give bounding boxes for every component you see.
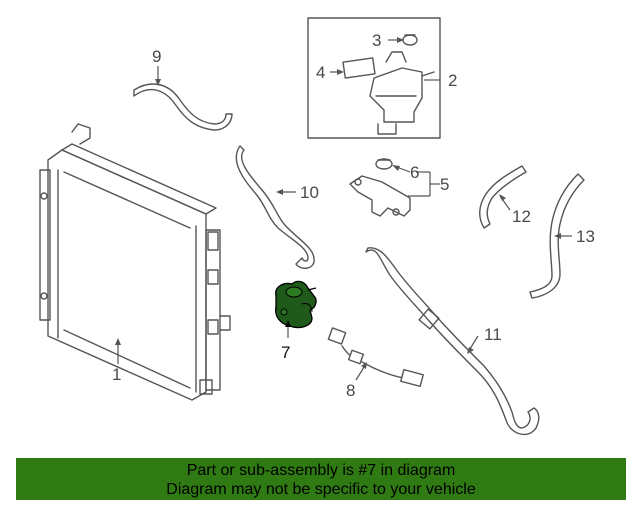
radiator-part[interactable] — [39, 123, 231, 401]
footer-line-2: Diagram may not be specific to your vehi… — [166, 481, 476, 498]
leader-lines — [115, 37, 572, 381]
callout-7: 7 — [281, 343, 290, 362]
callout-11: 11 — [484, 325, 502, 344]
callout-3: 3 — [372, 31, 381, 50]
hose-12-part[interactable] — [479, 165, 527, 229]
callout-13: 13 — [576, 227, 595, 246]
callout-12: 12 — [512, 207, 531, 226]
clip-6-part[interactable] — [375, 158, 393, 170]
reservoir-label-part[interactable] — [342, 57, 376, 79]
footer-line-1: Part or sub-assembly is #7 in diagram — [186, 462, 456, 479]
callout-9: 9 — [152, 47, 161, 66]
callout-10: 10 — [300, 183, 319, 202]
hose-9-part[interactable] — [133, 83, 233, 131]
hose-11-part[interactable] — [365, 247, 540, 436]
hose-10-part[interactable] — [235, 145, 315, 269]
water-pump-part-highlighted[interactable] — [274, 280, 317, 329]
reservoir-tank-part[interactable] — [369, 51, 435, 135]
callout-6: 6 — [410, 163, 419, 182]
callout-8: 8 — [346, 381, 355, 400]
footer-banner: Part or sub-assembly is #7 in diagram Di… — [16, 458, 626, 500]
callout-4: 4 — [316, 63, 325, 82]
callout-5: 5 — [440, 175, 449, 194]
parts-diagram: 1 2 3 4 5 6 7 8 9 10 11 12 13 — [39, 17, 595, 436]
callout-2: 2 — [448, 71, 457, 90]
bracket-part[interactable] — [349, 175, 411, 217]
reservoir-cap-part[interactable] — [402, 34, 418, 46]
wire-harness-part[interactable] — [327, 327, 424, 388]
reservoir-assembly-box — [307, 17, 441, 139]
callout-1: 1 — [112, 365, 121, 384]
